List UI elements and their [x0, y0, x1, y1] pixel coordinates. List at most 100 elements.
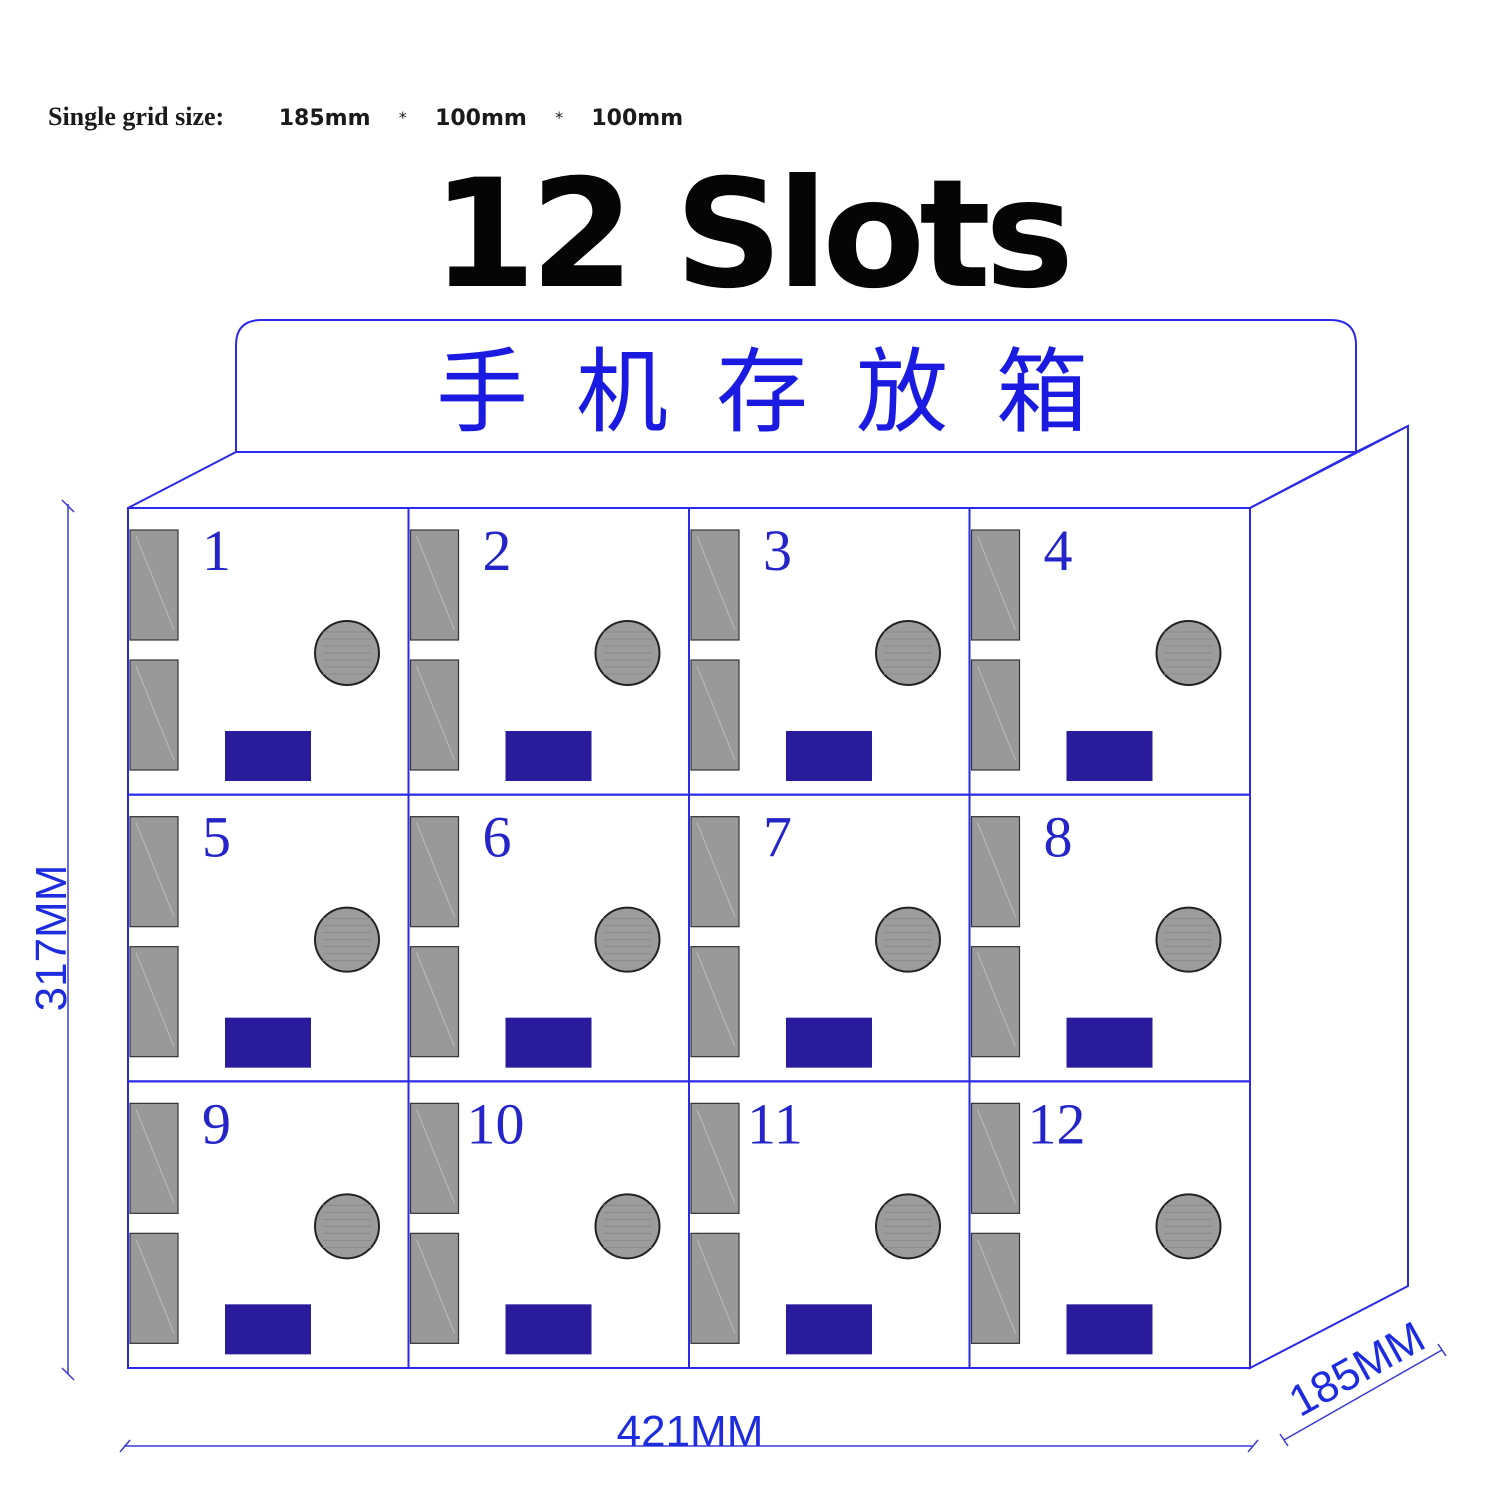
slot-number: 4 — [1044, 518, 1073, 583]
upper-hinge-panel — [970, 816, 1021, 928]
locker-slot[interactable]: 1 — [127, 507, 410, 796]
card-reader-badge — [786, 1017, 872, 1068]
panel-glare — [977, 822, 1016, 917]
slot-number: 6 — [483, 805, 512, 870]
depth-label: 185MM — [1281, 1312, 1433, 1426]
page-title: 12 Slots — [431, 148, 1074, 322]
card-reader-badge — [505, 731, 592, 781]
upper-hinge-panel — [970, 1102, 1021, 1214]
height-label: 317MM — [27, 865, 76, 1012]
locker-slot[interactable]: 10 — [407, 1080, 690, 1370]
panel-glare — [416, 952, 455, 1047]
panel-glare — [977, 1239, 1016, 1334]
panel-glare — [135, 665, 175, 761]
panel-glare — [977, 1109, 1016, 1204]
slot-number: 9 — [202, 1091, 231, 1156]
locker-slot[interactable]: 4 — [968, 507, 1251, 796]
upper-hinge-panel — [690, 529, 740, 641]
panel-glare — [135, 952, 175, 1047]
slot-number: 12 — [1028, 1091, 1086, 1156]
panel-glare — [416, 1239, 455, 1334]
panel-glare — [416, 535, 455, 631]
locker-slot[interactable]: 2 — [407, 507, 690, 796]
width-label: 421MM — [617, 1407, 764, 1456]
card-reader-badge — [786, 1304, 872, 1355]
lower-hinge-panel — [970, 1232, 1021, 1344]
lower-hinge-panel — [409, 1232, 460, 1344]
slot-door[interactable] — [968, 1080, 1251, 1370]
lower-hinge-panel — [970, 659, 1021, 771]
panel-glare — [696, 1109, 736, 1204]
grid-size-width: 100mm — [435, 106, 527, 131]
card-reader-badge — [505, 1017, 592, 1068]
lower-hinge-panel — [129, 1232, 179, 1344]
panel-glare — [416, 1109, 455, 1204]
upper-hinge-panel — [409, 1102, 460, 1214]
upper-hinge-panel — [409, 529, 460, 641]
lower-hinge-panel — [690, 659, 740, 771]
panel-glare — [977, 535, 1016, 631]
slot-number: 11 — [747, 1091, 803, 1156]
locker-slot[interactable]: 9 — [127, 1080, 410, 1370]
locker-slot[interactable]: 6 — [407, 793, 690, 1083]
panel-glare — [696, 822, 736, 917]
depth-dimension-line — [1283, 1349, 1443, 1441]
locker-slot[interactable]: 8 — [968, 793, 1251, 1083]
slot-number: 10 — [467, 1091, 525, 1156]
locker-slot[interactable]: 5 — [127, 793, 410, 1083]
slot-number: 2 — [483, 518, 512, 583]
card-reader-badge — [505, 1304, 592, 1355]
panel-glare — [416, 665, 455, 761]
card-reader-badge — [225, 731, 311, 781]
upper-hinge-panel — [690, 1102, 740, 1214]
card-reader-badge — [225, 1017, 311, 1068]
separator-1: * — [398, 108, 407, 127]
lower-hinge-panel — [409, 659, 460, 771]
slot-number: 8 — [1044, 805, 1073, 870]
sign-text: 手机存放箱 — [436, 339, 1136, 446]
upper-hinge-panel — [129, 1102, 179, 1214]
panel-glare — [135, 1109, 175, 1204]
slot-number: 3 — [763, 518, 792, 583]
panel-glare — [135, 535, 175, 631]
separator-2: * — [555, 108, 564, 127]
locker-slot[interactable]: 11 — [688, 1080, 971, 1370]
card-reader-badge — [225, 1304, 311, 1355]
card-reader-badge — [786, 731, 872, 781]
panel-glare — [977, 952, 1016, 1047]
sign-board — [235, 319, 1357, 452]
lower-hinge-panel — [129, 946, 179, 1058]
grid-size-depth: 185mm — [278, 106, 371, 131]
panel-glare — [696, 952, 736, 1047]
grid-size-height: 100mm — [591, 106, 684, 131]
upper-hinge-panel — [690, 816, 740, 928]
grid-size-label: Single grid size: — [48, 102, 225, 131]
slot-number: 7 — [763, 805, 792, 870]
upper-hinge-panel — [970, 529, 1021, 641]
card-reader-badge — [1066, 1017, 1153, 1068]
locker-slot[interactable]: 12 — [968, 1080, 1251, 1370]
cabinet-top-face — [127, 451, 1357, 509]
panel-glare — [696, 665, 736, 761]
locker-slot[interactable]: 3 — [688, 507, 971, 796]
grid-size-spec: Single grid size: 185mm * 100mm * 100mm — [48, 102, 683, 132]
slot-number: 1 — [202, 518, 231, 583]
lower-hinge-panel — [690, 1232, 740, 1344]
panel-glare — [135, 822, 175, 917]
upper-hinge-panel — [129, 529, 179, 641]
panel-glare — [977, 665, 1016, 761]
slot-number: 5 — [202, 805, 231, 870]
lower-hinge-panel — [129, 659, 179, 771]
panel-glare — [135, 1239, 175, 1334]
panel-glare — [696, 535, 736, 631]
panel-glare — [416, 822, 455, 917]
locker-slot[interactable]: 7 — [688, 793, 971, 1083]
upper-hinge-panel — [409, 816, 460, 928]
upper-hinge-panel — [129, 816, 179, 928]
card-reader-badge — [1066, 1304, 1153, 1355]
lower-hinge-panel — [409, 946, 460, 1058]
panel-glare — [696, 1239, 736, 1334]
lower-hinge-panel — [690, 946, 740, 1058]
card-reader-badge — [1066, 731, 1153, 781]
